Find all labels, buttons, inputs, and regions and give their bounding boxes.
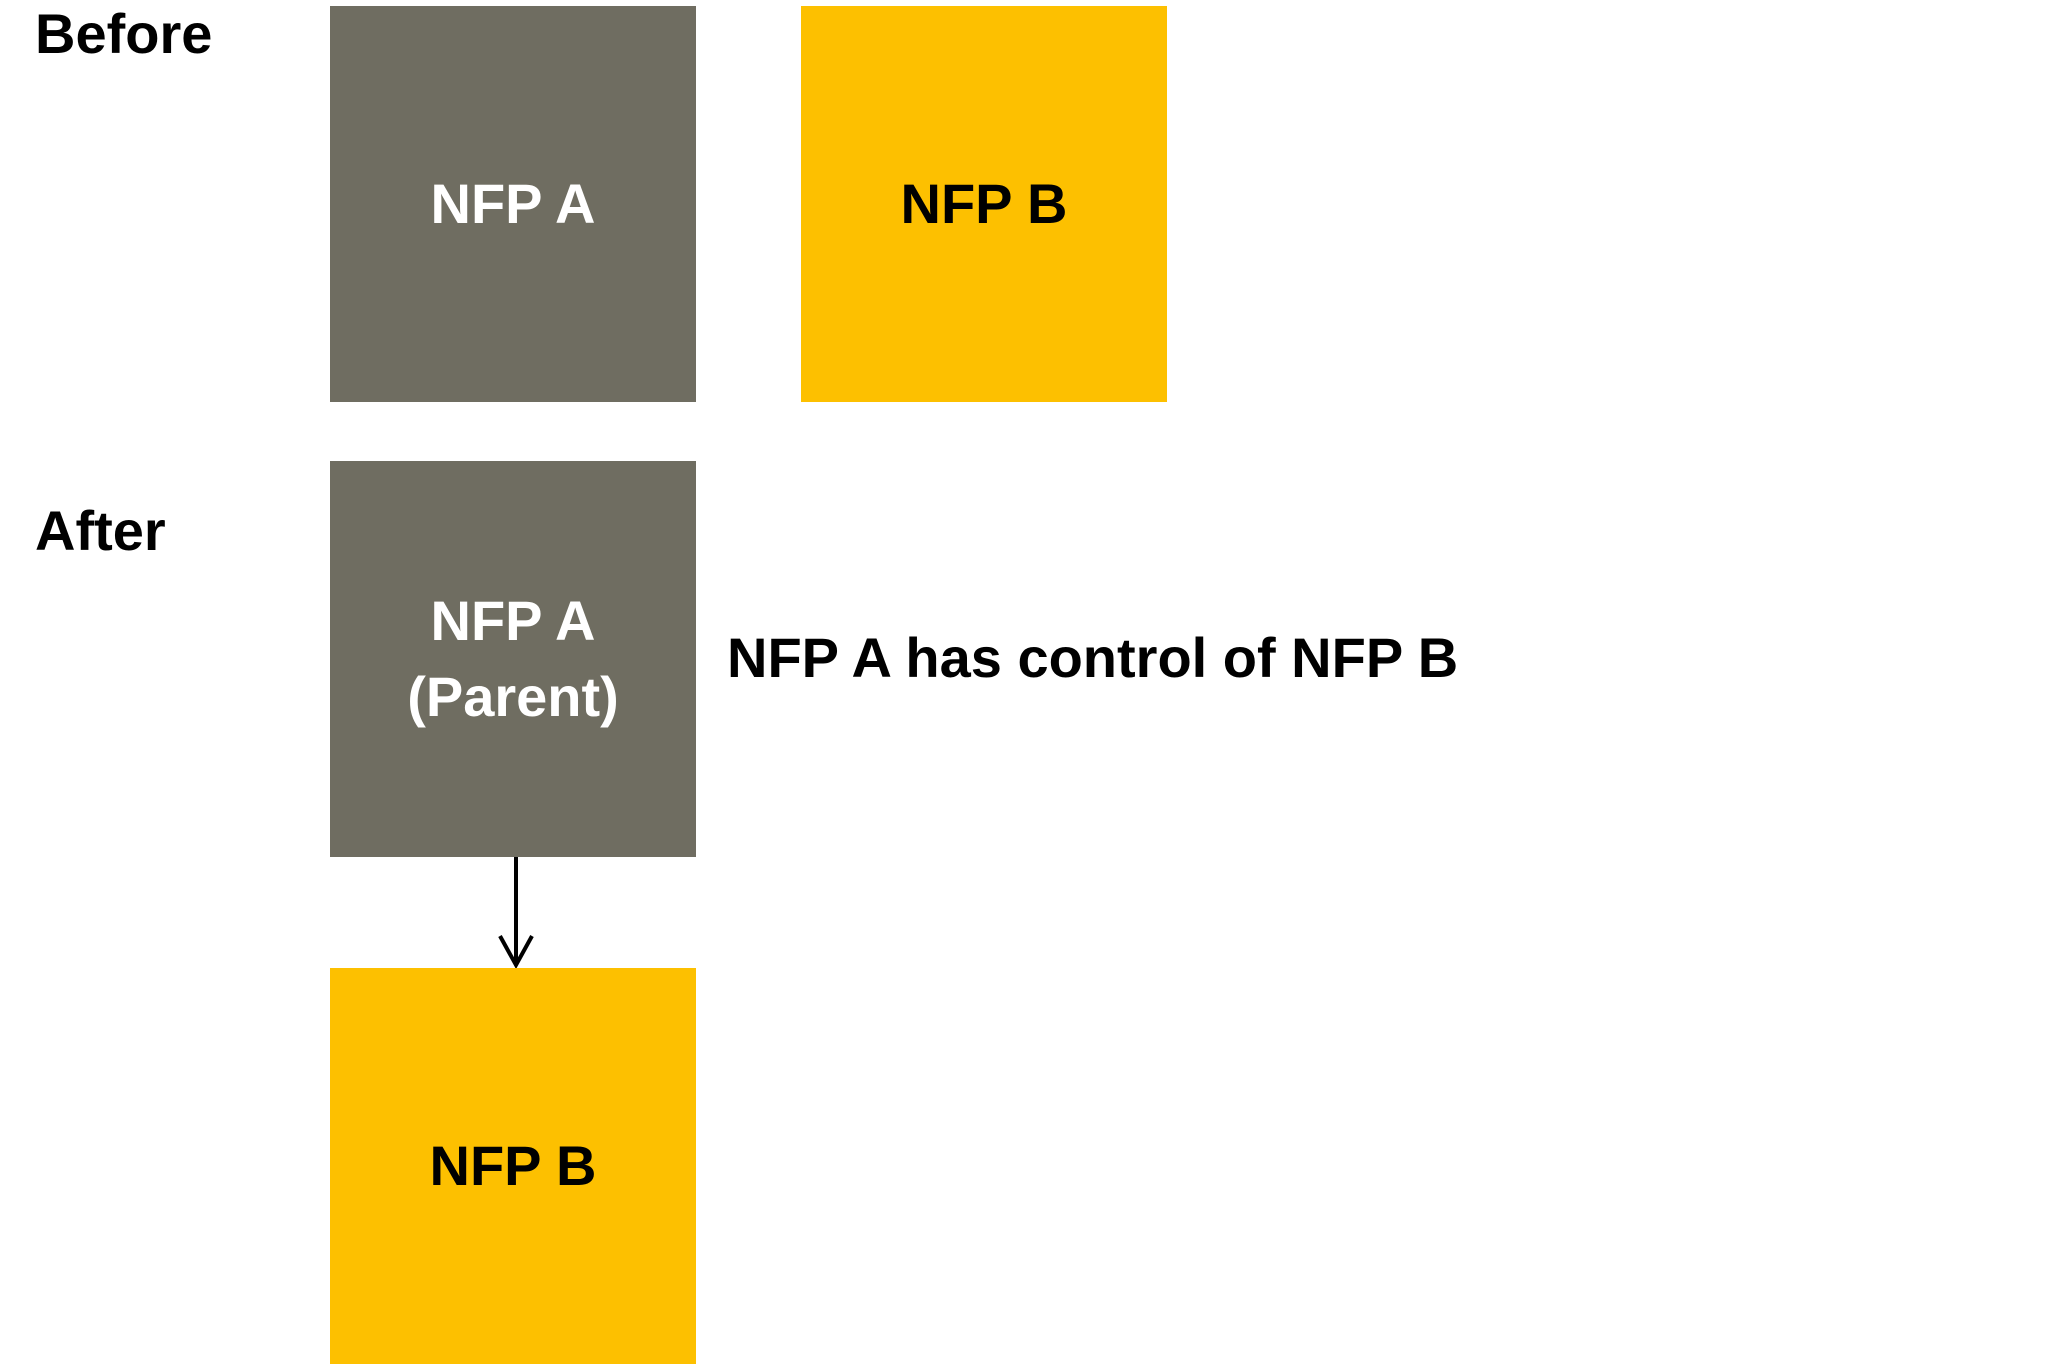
before-nfp-a-label: NFP A bbox=[430, 172, 596, 235]
control-arrow-head bbox=[498, 935, 534, 970]
after-nfp-b-label: NFP B bbox=[429, 1134, 597, 1197]
before-nfp-a-box: NFP A bbox=[330, 6, 696, 402]
control-relation-text: NFP A has control of NFP B bbox=[727, 626, 1459, 689]
after-nfp-a-parent-sublabel: (Parent) bbox=[407, 665, 619, 728]
before-label: Before bbox=[35, 2, 213, 65]
after-nfp-a-parent-box: NFP A (Parent) bbox=[330, 461, 696, 857]
after-nfp-b-child-box: NFP B bbox=[330, 968, 696, 1364]
before-nfp-b-box: NFP B bbox=[801, 6, 1167, 402]
after-label: After bbox=[35, 499, 166, 562]
after-nfp-a-label: NFP A bbox=[430, 589, 596, 652]
before-nfp-b-label: NFP B bbox=[900, 172, 1068, 235]
control-arrow bbox=[498, 857, 534, 970]
